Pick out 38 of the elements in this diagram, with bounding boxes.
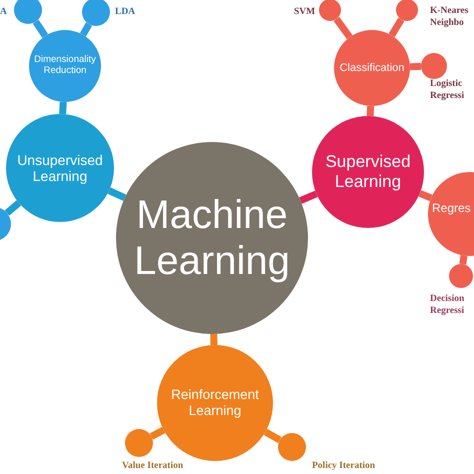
leaf-label: SVM <box>294 6 316 18</box>
leaf-circle <box>449 264 473 288</box>
connector-line <box>410 62 422 70</box>
connector-line <box>418 190 432 202</box>
node-label: Supervised Learning <box>324 152 412 192</box>
connector-line <box>108 187 126 202</box>
leaf-label: LDA <box>115 6 136 18</box>
node-label: Unsupervised Learning <box>16 152 104 184</box>
connector-line <box>59 102 67 114</box>
leaf-label: Decision Regressi <box>430 293 466 317</box>
leaf-label: K-Neares Neighbo <box>430 5 470 29</box>
leaf-label: A <box>0 6 8 18</box>
leaf-label: Logistic Regressi <box>430 78 466 102</box>
connector-line <box>32 20 48 38</box>
leaf-circle <box>319 0 341 21</box>
node-label: Reinforcement Learning <box>170 387 260 419</box>
connector-line <box>388 18 404 38</box>
leaf-circle <box>421 53 447 79</box>
leaf-circle <box>396 0 418 21</box>
connector-line <box>150 426 166 440</box>
leaf-label: Policy Iteration <box>312 460 376 472</box>
connector-line <box>366 106 374 116</box>
leaf-circle <box>14 0 42 24</box>
node-label: Machine Learning <box>133 192 291 284</box>
leaf-circle <box>125 429 153 457</box>
leaf-circle <box>82 0 110 26</box>
connector-line <box>4 200 22 216</box>
connector-line <box>334 16 353 40</box>
connector-line <box>264 428 282 444</box>
leaf-label: Value Iteration <box>122 460 184 472</box>
node-label: Regres <box>432 202 471 216</box>
connector-line <box>299 190 318 204</box>
connector-line <box>459 255 468 265</box>
connector-line <box>80 22 92 37</box>
node-label: Dimensionality Reduction <box>33 55 97 77</box>
node-label: Classification <box>338 62 406 74</box>
leaf-circle <box>278 433 306 461</box>
connector-line <box>210 334 218 346</box>
